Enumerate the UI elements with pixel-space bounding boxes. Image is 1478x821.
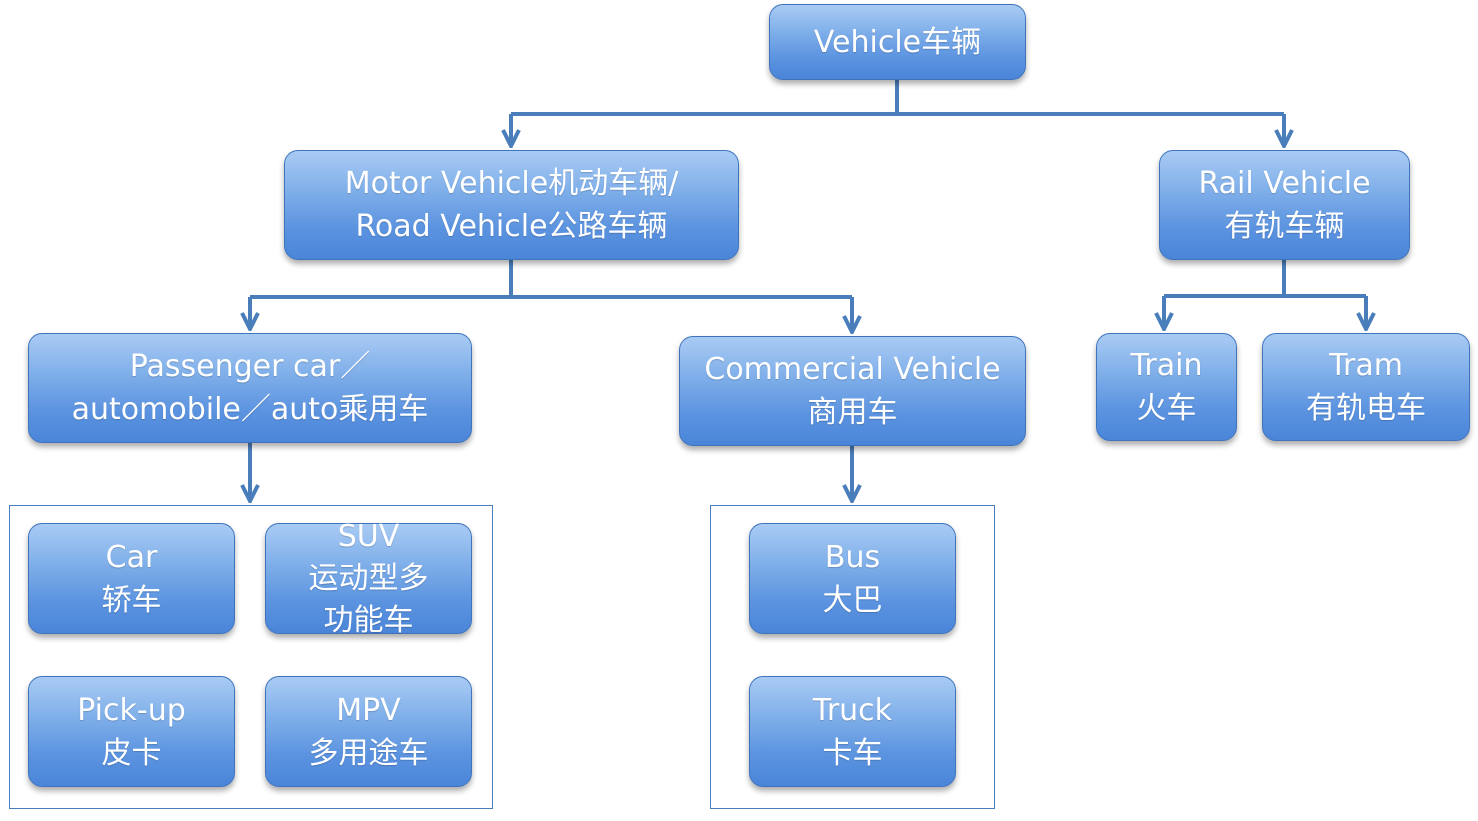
node-rail-vehicle: Rail Vehicle 有轨车辆 <box>1159 150 1410 260</box>
node-suv-line-1: SUV <box>337 518 400 554</box>
node-car: Car 轿车 <box>28 523 235 634</box>
node-motor-vehicle: Motor Vehicle机动车辆/ Road Vehicle公路车辆 <box>284 150 739 260</box>
node-vehicle-line-1: Vehicle车辆 <box>813 24 982 60</box>
node-suv-line-2: 运动型多 <box>308 560 429 596</box>
node-bus: Bus 大巴 <box>749 523 956 634</box>
node-pickup-line-2: 皮卡 <box>101 735 162 771</box>
node-passenger-car-line-2: automobile／auto乘用车 <box>71 392 429 427</box>
node-bus-line-1: Bus <box>824 539 881 575</box>
node-vehicle: Vehicle车辆 <box>769 4 1026 80</box>
node-rail-vehicle-line-1: Rail Vehicle <box>1198 166 1371 201</box>
node-car-line-2: 轿车 <box>101 582 162 618</box>
commercial-vehicle-group-frame <box>710 505 995 809</box>
node-truck-line-2: 卡车 <box>822 735 883 771</box>
node-tram: Tram 有轨电车 <box>1262 333 1470 441</box>
node-motor-vehicle-line-2: Road Vehicle公路车辆 <box>355 209 668 244</box>
node-truck-line-1: Truck <box>812 692 893 728</box>
node-pickup-line-1: Pick-up <box>77 692 186 728</box>
node-mpv-line-1: MPV <box>336 692 401 728</box>
node-suv: SUV 运动型多 功能车 <box>265 519 472 638</box>
node-car-line-1: Car <box>105 539 158 575</box>
node-suv-line-3: 功能车 <box>323 602 414 638</box>
node-train-line-2: 火车 <box>1136 391 1197 426</box>
node-tram-line-2: 有轨电车 <box>1306 391 1426 426</box>
node-tram-line-1: Tram <box>1329 348 1403 383</box>
node-truck: Truck 卡车 <box>749 676 956 787</box>
node-mpv: MPV 多用途车 <box>265 676 472 787</box>
node-commercial-vehicle: Commercial Vehicle 商用车 <box>679 336 1026 446</box>
node-motor-vehicle-line-1: Motor Vehicle机动车辆/ <box>344 166 679 201</box>
node-train: Train 火车 <box>1096 333 1237 441</box>
node-pickup: Pick-up 皮卡 <box>28 676 235 787</box>
node-bus-line-2: 大巴 <box>822 582 883 618</box>
passenger-car-group-frame <box>9 505 493 809</box>
node-commercial-vehicle-line-1: Commercial Vehicle <box>704 352 1001 387</box>
node-passenger-car: Passenger car／ automobile／auto乘用车 <box>28 333 472 443</box>
node-mpv-line-2: 多用途车 <box>308 735 429 771</box>
node-train-line-1: Train <box>1130 348 1203 383</box>
node-passenger-car-line-1: Passenger car／ <box>129 349 371 384</box>
node-commercial-vehicle-line-2: 商用车 <box>807 395 898 430</box>
node-rail-vehicle-line-2: 有轨车辆 <box>1224 209 1345 244</box>
